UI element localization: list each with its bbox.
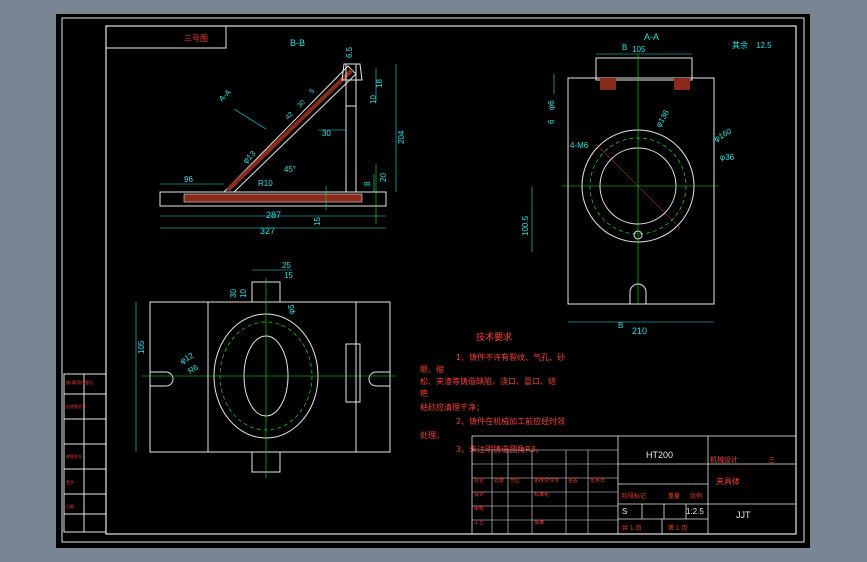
dim-42: 42: [284, 111, 295, 122]
technical-requirements: 技术要求 1、铸件不许有裂纹、气孔、砂 眼、缩 松、夹渣等铸造缺陷，浇口、冒口、…: [420, 331, 565, 454]
dim-phi36: φ36: [720, 153, 735, 162]
weight-label: 重量: [668, 492, 680, 500]
craft-label: 工艺: [474, 520, 484, 526]
strip-label-3: 底图总号: [66, 453, 82, 459]
strip-label-5: 日期: [66, 503, 74, 509]
section-bb-label: B-B: [290, 38, 305, 48]
tech-line-2: 眼、缩: [420, 364, 444, 374]
stage-label: 阶段标记: [622, 492, 646, 500]
standardize-label: 标准化: [534, 491, 549, 498]
dim-6-5: 6.5: [345, 46, 354, 58]
dim-8: 8: [363, 181, 372, 186]
date-label: 年月日: [590, 477, 605, 484]
dim-20: 20: [379, 173, 388, 182]
roughness-note: 其余: [732, 40, 748, 50]
drawing-canvas: 三号图 借(通)用件登记 旧底图总号 底图总号 签字 日期 B-B: [61, 17, 805, 543]
s-text: S: [622, 507, 627, 516]
material-text: HT200: [646, 450, 673, 460]
dim-204: 204: [397, 130, 406, 144]
tech-line-6: 2、铸件在机械加工前应经时效: [456, 416, 565, 426]
dim-30b: 30: [296, 99, 307, 110]
roughness-value: 12.5: [756, 41, 772, 50]
tech-line-5: 粘砂应清理干净；: [420, 402, 484, 412]
dim-105-top: 105: [632, 45, 646, 54]
part-name-text: 夹具体: [716, 476, 740, 486]
dim-30: 30: [322, 129, 331, 138]
title-block-grid: [472, 449, 618, 534]
review-label: 审核: [474, 505, 484, 512]
plan-view: 25 15 30 10 φ5 105 φ12 R6: [135, 261, 396, 478]
dim-287: 287: [266, 210, 281, 220]
section-aa-label: A-A: [644, 32, 659, 42]
dim-25: 25: [282, 261, 291, 270]
corner-box: [105, 25, 227, 49]
tech-line-3: 松、夹渣等铸造缺陷，浇口、冒口、结: [420, 376, 556, 386]
dim-phi160: φ160: [713, 126, 734, 143]
dim-5: 5: [308, 88, 316, 96]
cad-viewport[interactable]: 三号图 借(通)用件登记 旧底图总号 底图总号 签字 日期 B-B: [56, 14, 810, 548]
dim-phi5: φ5: [287, 304, 296, 314]
dim-100-5: 100.5: [521, 215, 530, 236]
tech-line-4: 疤: [420, 388, 428, 398]
dim-r10: R10: [258, 179, 273, 188]
sheet-number-text: 第 1 页: [668, 524, 688, 532]
dim-phi136: φ136: [654, 108, 671, 129]
approve-label: 批准: [534, 519, 544, 526]
zone-label: 分区: [510, 477, 520, 484]
tech-line-1: 1、铸件不许有裂纹、气孔、砂: [456, 352, 565, 362]
sign-label: 签名: [568, 477, 578, 484]
ratio-label: 比例: [690, 492, 702, 500]
b-marker-bottom: B: [618, 321, 623, 330]
dim-96: 96: [184, 175, 193, 184]
count-label: 处数: [494, 477, 504, 484]
strip-label-4: 签字: [66, 479, 74, 485]
title-block: [471, 435, 797, 535]
dim-4-m6: 4-M6: [570, 141, 589, 150]
dim-210: 210: [632, 326, 647, 336]
dim-15: 15: [313, 217, 322, 226]
scale-text: 1:2.5: [686, 507, 704, 516]
section-aa-view: A-A B 105 φ6 6 4-M6 φ136 φ160 φ36 100.5: [521, 32, 772, 336]
change-doc-label: 更改文件号: [534, 477, 559, 484]
section-bb-view: B-B 6.5 18 10 30 204 φ13 45°: [159, 38, 406, 236]
tech-line-8: 3、未注明铸造圆角R3。: [456, 444, 544, 454]
strip-label-1: 借(通)用件登记: [66, 379, 93, 385]
tech-line-7: 处理。: [420, 430, 444, 440]
dim-phi6: φ6: [547, 100, 556, 110]
b-marker-top: B: [622, 43, 627, 52]
dim-105-plan: 105: [137, 340, 146, 354]
dim-10-plan: 10: [239, 289, 248, 298]
outer-border: [61, 17, 805, 543]
corner-text: 三号图: [184, 34, 208, 43]
sheet-total-text: 共 1 页: [622, 524, 642, 532]
dim-10: 10: [369, 95, 378, 104]
tech-title: 技术要求: [476, 331, 512, 343]
dim-30-plan: 30: [229, 289, 238, 298]
designer-label: 设计: [474, 491, 484, 498]
dim-15-plan: 15: [284, 271, 293, 280]
dim-45deg: 45°: [284, 165, 296, 174]
section-a-marker: A-A: [217, 87, 233, 103]
dim-6: 6: [547, 119, 556, 124]
drawing-number-text: JJT: [736, 510, 751, 520]
left-registration-strip: [63, 373, 107, 533]
three-text: 三: [768, 456, 775, 464]
dim-r6: R6: [187, 363, 201, 376]
strip-label-2: 旧底图总号: [66, 403, 86, 409]
design-org-text: 机械设计: [710, 455, 738, 464]
dim-18: 18: [375, 79, 384, 88]
inner-frame: [105, 25, 797, 535]
dim-327: 327: [260, 226, 275, 236]
mark-label: 标记: [474, 477, 484, 484]
